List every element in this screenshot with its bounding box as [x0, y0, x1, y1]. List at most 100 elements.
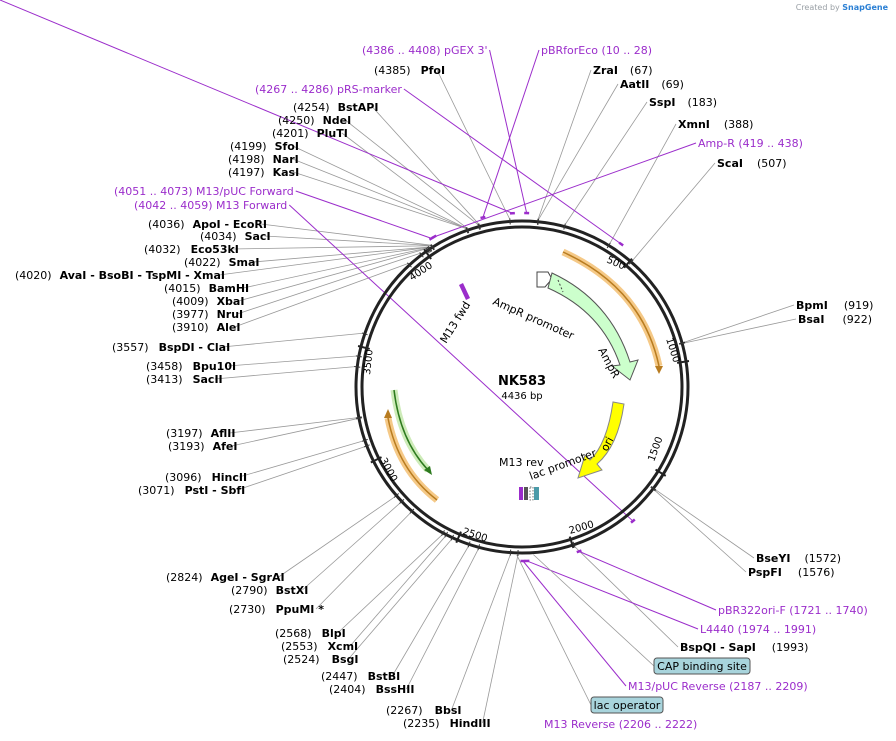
site-xbai[interactable]: (4009)XbaI [172, 295, 244, 308]
ampr-promoter-arrow[interactable] [536, 271, 553, 288]
site-mark-5 [628, 259, 634, 265]
site-bspqi-sapi[interactable]: BspQI - SapI(1993) [680, 641, 808, 654]
site-hincii[interactable]: (3096)HincII [165, 471, 247, 484]
site-zrai[interactable]: ZraI(67) [593, 64, 653, 77]
site-mark-23 [355, 417, 363, 420]
site-bbsi[interactable]: (2267)BbsI [386, 704, 461, 717]
site-pfoi[interactable]: (4385)PfoI [374, 64, 445, 77]
site-eco53ki[interactable]: (4032)Eco53kI [144, 243, 239, 256]
site-apoi-ecori[interactable]: (4036)ApoI - EcoRI [148, 218, 267, 231]
site-bsgi[interactable]: (2524)BsgI [283, 653, 358, 666]
site-afei[interactable]: (3193)AfeI [168, 440, 237, 453]
site-aflii[interactable]: (3197)AflII [166, 427, 235, 440]
site-mark-27 [361, 332, 368, 336]
plasmid-name: NK583 [498, 374, 546, 389]
leader-agei [278, 496, 396, 578]
leader-xmni [609, 123, 677, 244]
site-ndei[interactable]: (4250)NdeI [278, 114, 351, 127]
leader-sspi [564, 101, 648, 225]
site-psti-sbfi[interactable]: (3071)PstI - SbfI [138, 484, 245, 497]
primer-leader-8 [526, 560, 699, 630]
leader-xbai [238, 248, 427, 302]
ampr-gene-arrow[interactable] [547, 272, 639, 381]
site-bsai[interactable]: BsaI(922) [798, 313, 872, 326]
site-bseyi[interactable]: BseYI(1572) [756, 552, 841, 565]
primer-mark-5 [428, 236, 435, 241]
site-agei-sgrai[interactable]: (2824)AgeI - SgrAI [166, 571, 285, 584]
cap-binding-site-box[interactable]: CAP binding site [653, 657, 751, 675]
site-mark-4 [606, 242, 611, 249]
primer-l4440[interactable]: L4440 (1974 .. 1991) [700, 623, 816, 636]
site-nari[interactable]: (4198)NarI [228, 153, 299, 166]
site-bspdi-clai[interactable]: (3557)BspDI - ClaI [112, 341, 230, 354]
site-ppumi[interactable]: (2730)PpuMI * [229, 603, 324, 616]
site-avai-group[interactable]: (4020)AvaI - BsoBI - TspMI - XmaI [15, 269, 225, 282]
site-bsshii[interactable]: (2404)BssHII [329, 683, 414, 696]
site-aatii[interactable]: AatII(69) [620, 78, 684, 91]
leader-bsai [684, 318, 797, 344]
site-sfoi[interactable]: (4199)SfoI [230, 140, 299, 153]
leader-bpu10i [228, 355, 357, 367]
site-mark-33 [428, 245, 433, 252]
site-mark-42 [478, 223, 481, 230]
site-blpi[interactable]: (2568)BlpI [275, 627, 346, 640]
primer-pbrforeco[interactable]: pBRforEco (10 .. 28) [541, 44, 652, 57]
leader-hindiii [482, 554, 519, 724]
site-smai[interactable]: (4022)SmaI [184, 256, 259, 269]
leader-pspfi [654, 489, 747, 573]
site-mark-8 [650, 485, 657, 491]
site-bstxi[interactable]: (2790)BstXI [231, 584, 308, 597]
site-saci[interactable]: (4034)SacI [200, 230, 271, 243]
site-xmni[interactable]: XmnI(388) [678, 118, 753, 131]
site-marks [354, 211, 686, 563]
site-bpu10i[interactable]: (3458)Bpu10I [146, 360, 236, 373]
tick-2500 [455, 531, 462, 544]
site-scai[interactable]: ScaI(507) [717, 157, 787, 170]
leader-avai [218, 246, 429, 276]
site-kasi[interactable]: (4197)KasI [228, 166, 299, 179]
cap-binding-site-label: CAP binding site [657, 660, 747, 673]
site-alei[interactable]: (3910)AleI [172, 321, 240, 334]
leader-bspdi [222, 332, 363, 348]
site-mark-25 [354, 365, 361, 368]
site-pspfi[interactable]: PspFI(1576) [748, 566, 834, 579]
leader-kasi [293, 171, 467, 229]
m13-fwd-label: M13 fwd [438, 299, 474, 345]
primer-m13-forward[interactable]: (4042 .. 4059) M13 Forward [134, 199, 287, 212]
site-mark-36 [430, 244, 435, 250]
features [384, 248, 663, 503]
site-mark-15 [450, 534, 454, 541]
primer-m13-puc-forward[interactable]: (4051 .. 4073) M13/pUC Forward [114, 185, 294, 198]
site-sacii[interactable]: (3413)SacII [146, 373, 223, 386]
tick-3000 [370, 456, 382, 464]
primer-m13-reverse[interactable]: M13 Reverse (2206 .. 2222) [544, 718, 697, 731]
site-nrui[interactable]: (3977)NruI [172, 308, 243, 321]
lac-operator-box[interactable]: lac operator [590, 696, 664, 714]
primer-pgex3[interactable]: (4386 .. 4408) pGEX 3' [362, 44, 488, 57]
site-bstbi[interactable]: (2447)BstBI [321, 670, 400, 683]
leader-aatii [538, 83, 619, 221]
tick-label-3500: 3500 [362, 349, 376, 375]
site-pluti[interactable]: (4201)PluTI [272, 127, 348, 140]
site-xcmi[interactable]: (2553)XcmI [281, 640, 358, 653]
site-mark-20 [393, 493, 399, 498]
site-mark-29 [419, 252, 424, 258]
primer-mark-2 [480, 215, 486, 220]
lac-operator-mark [534, 487, 539, 500]
primer-prs-marker[interactable]: (4267 .. 4286) pRS-marker [255, 83, 402, 96]
leader-pluti [341, 132, 468, 229]
primer-mark-6 [630, 518, 636, 524]
primer-m13-puc-reverse[interactable]: M13/pUC Reverse (2187 .. 2209) [628, 680, 808, 693]
primer-pbr322ori-f[interactable]: pBR322ori-F (1721 .. 1740) [718, 604, 868, 617]
site-bamhi[interactable]: (4015)BamHI [164, 282, 249, 295]
ori-arrow[interactable] [577, 401, 625, 479]
leader-zrai [537, 69, 592, 220]
site-bpmi[interactable]: BpmI(919) [796, 299, 873, 312]
site-mark-6 [678, 341, 686, 345]
site-bstapi[interactable]: (4254)BstAPI [293, 101, 378, 114]
leader-sacii [214, 366, 356, 380]
site-hindiii[interactable]: (2235)HindIII [403, 717, 491, 730]
primer-amp-r[interactable]: Amp-R (419 .. 438) [698, 137, 803, 150]
site-sspi[interactable]: SspI(183) [649, 96, 717, 109]
